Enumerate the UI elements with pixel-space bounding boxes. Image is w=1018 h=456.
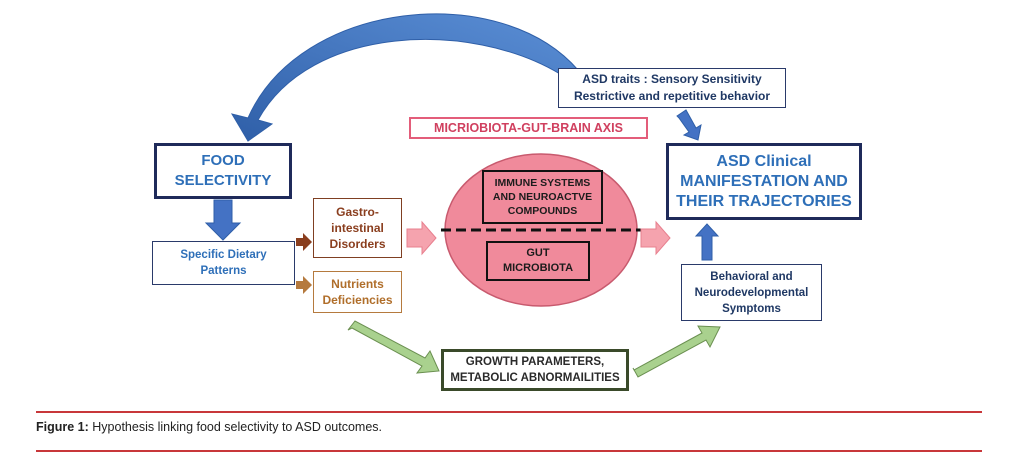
arrow-diet-to-gi	[296, 233, 312, 251]
immune-systems-label: IMMUNE SYSTEMS AND NEUROACTVE COMPOUNDS	[492, 177, 593, 217]
arrow-behavioral-to-asd	[694, 223, 720, 261]
asd-clinical-box: ASD Clinical MANIFESTATION AND THEIR TRA…	[666, 143, 862, 220]
asd-traits-label: ASD traits : Sensory Sensitivity Restric…	[573, 72, 771, 103]
gastrointestinal-box: Gastro- intestinal Disorders	[313, 198, 402, 258]
arrow-nutrients-to-growth	[347, 320, 440, 374]
behavioral-box: Behavioral and Neurodevelopmental Sympto…	[681, 264, 822, 321]
food-selectivity-label: FOOD SELECTIVITY	[174, 152, 272, 189]
arrow-diet-to-nutrients	[296, 276, 312, 294]
dietary-patterns-label: Specific Dietary Patterns	[180, 249, 267, 277]
nutrients-box: Nutrients Deficiencies	[313, 271, 402, 313]
caption-text: Hypothesis linking food selectivity to A…	[88, 420, 382, 434]
axis-title-label: MICRIOBIOTA-GUT-BRAIN AXIS	[434, 121, 623, 135]
nutrients-label: Nutrients Deficiencies	[322, 277, 393, 307]
immune-systems-box: IMMUNE SYSTEMS AND NEUROACTVE COMPOUNDS	[482, 170, 603, 224]
arrow-traits-to-asd	[676, 109, 702, 141]
caption-label: Figure 1:	[36, 420, 89, 434]
dietary-patterns-box: Specific Dietary Patterns	[152, 241, 295, 285]
curved-feedback-arrow	[230, 13, 579, 142]
arrow-gi-to-axis	[406, 220, 437, 256]
caption-rule-bottom	[36, 450, 982, 452]
arrow-axis-to-asd	[640, 220, 671, 256]
figure-caption: Figure 1: Hypothesis linking food select…	[36, 420, 382, 434]
gut-microbiota-box: GUT MICROBIOTA	[486, 241, 590, 281]
axis-title-box: MICRIOBIOTA-GUT-BRAIN AXIS	[409, 117, 648, 139]
gut-microbiota-label: GUT MICROBIOTA	[502, 247, 574, 274]
asd-clinical-label: ASD Clinical MANIFESTATION AND THEIR TRA…	[676, 152, 852, 210]
arrow-growth-to-behavioral	[632, 325, 721, 378]
behavioral-label: Behavioral and Neurodevelopmental Sympto…	[694, 270, 809, 315]
arrow-food-to-diet	[204, 199, 242, 241]
food-selectivity-box: FOOD SELECTIVITY	[154, 143, 292, 199]
growth-parameters-label: GROWTH PARAMETERS, METABOLIC ABNORMAILIT…	[450, 356, 620, 384]
caption-rule-top	[36, 411, 982, 413]
growth-parameters-box: GROWTH PARAMETERS, METABOLIC ABNORMAILIT…	[441, 349, 629, 391]
gastrointestinal-label: Gastro- intestinal Disorders	[329, 205, 386, 251]
asd-traits-box: ASD traits : Sensory Sensitivity Restric…	[558, 68, 786, 108]
